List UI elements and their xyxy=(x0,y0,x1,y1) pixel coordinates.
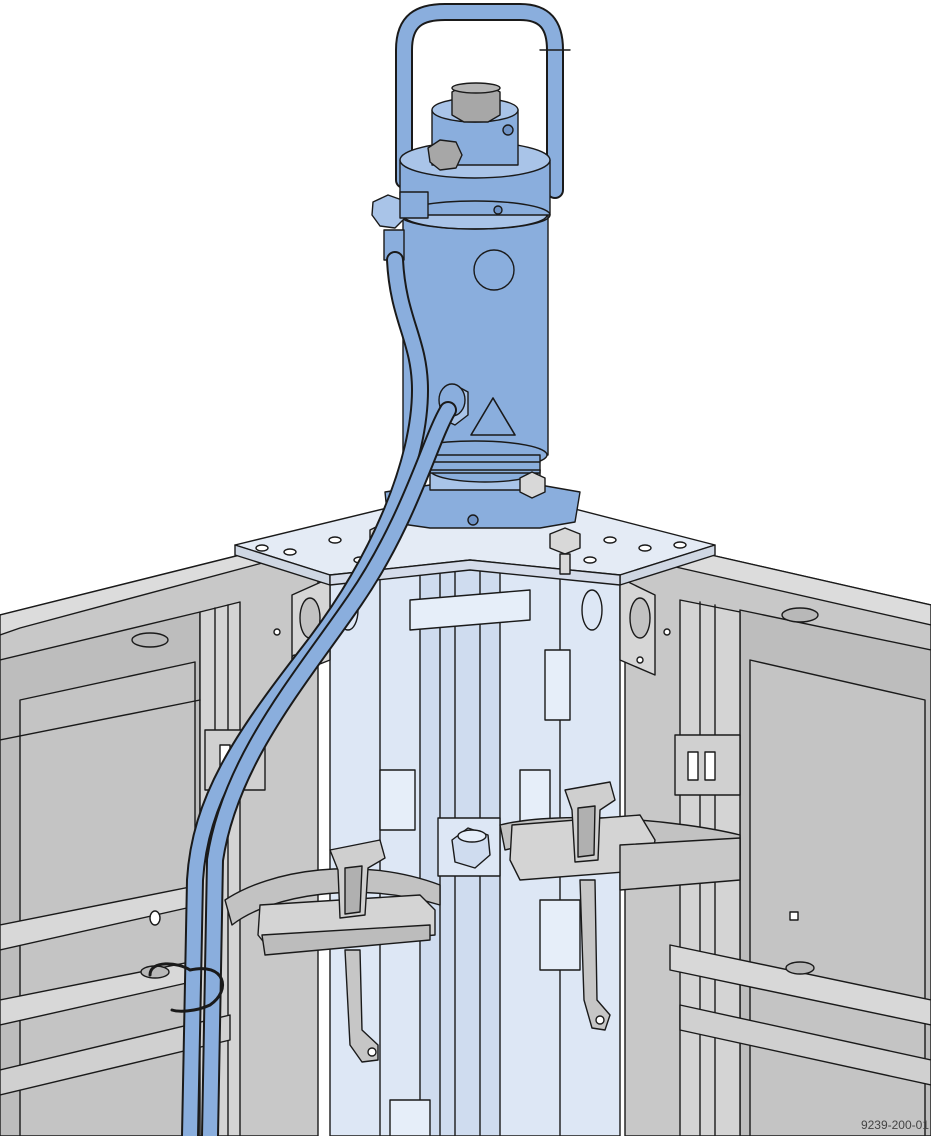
left-latch-bracket xyxy=(224,839,441,1063)
warning-triangle-icon xyxy=(470,397,516,436)
corner-post xyxy=(329,554,621,1136)
left-enclosure-panel xyxy=(0,539,319,1136)
hose-tie xyxy=(148,962,225,1013)
figure-id-label: 9239-200-01 xyxy=(860,1118,929,1132)
hydraulic-hose xyxy=(181,251,457,1136)
right-upper-bracket xyxy=(581,577,671,676)
right-enclosure-panel xyxy=(624,539,931,1136)
right-latch-bracket xyxy=(499,781,741,1031)
corner-top-plate xyxy=(234,499,716,586)
